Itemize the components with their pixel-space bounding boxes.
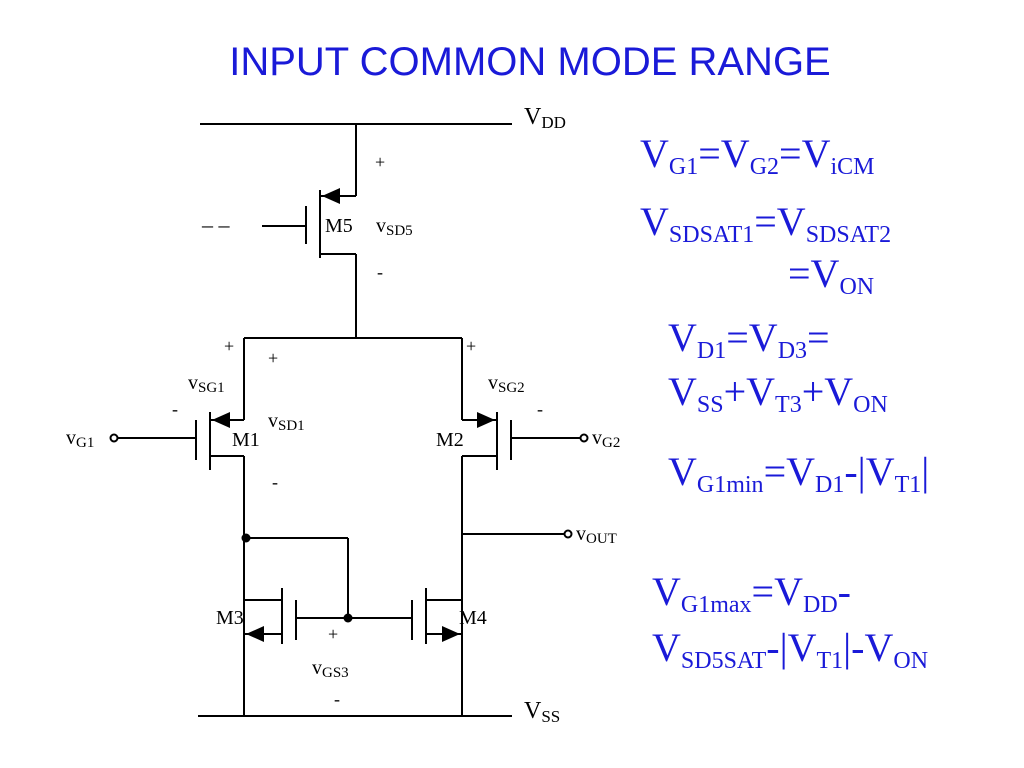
vg2-terminal [579, 433, 589, 443]
vsg2-label: vSG2 [488, 372, 525, 396]
equation-vd1: VD1=VD3= [668, 315, 830, 364]
equation-vsdsat: VSDSAT1=VSDSAT2 [640, 199, 892, 248]
equation-vg1min: VG1min=VD1-|VT1| [668, 449, 930, 498]
minus-sign: - [272, 472, 278, 492]
equation-vg1: VG1=VG2=ViCM [640, 131, 875, 180]
m5-arrow [322, 188, 340, 204]
plus-sign: + [224, 336, 234, 356]
m1-label: M1 [232, 429, 260, 451]
vg1-label: vG1 [66, 427, 94, 451]
m4-arrow [442, 626, 460, 642]
m3-arrow [246, 626, 264, 642]
plus-sign: + [268, 348, 278, 368]
vsd5-label: vSD5 [376, 215, 413, 239]
m2-arrow [477, 412, 495, 428]
minus-sign: - [172, 399, 178, 419]
vout-label: vOUT [576, 523, 617, 547]
m3-label: M3 [216, 607, 244, 629]
minus-sign: - [377, 262, 383, 282]
bias-dashes: – – [201, 212, 231, 237]
circuit-schematic: VDD VSS – – M5 vSD5 + - + + + vSG1 - vSD… [66, 104, 620, 726]
plus-sign: + [328, 624, 338, 644]
plus-sign: + [466, 336, 476, 356]
equation-vg1max: VG1max=VDD- [652, 569, 851, 618]
m5-label: M5 [325, 215, 353, 237]
vgs3-label: vGS3 [312, 657, 349, 681]
page-title: INPUT COMMON MODE RANGE [229, 40, 831, 84]
vg1-terminal [109, 433, 119, 443]
vdd-label: VDD [524, 104, 566, 132]
equation-vd1-rhs: VSS+VT3+VON [668, 369, 888, 418]
vsd1-label: vSD1 [268, 410, 305, 434]
node-dot [343, 613, 353, 623]
m1-arrow [212, 412, 230, 428]
node-dot [241, 533, 251, 543]
vss-label: VSS [524, 698, 560, 726]
equation-vg1max-rhs: VSD5SAT-|VT1|-VON [652, 625, 929, 674]
m4-label: M4 [459, 607, 487, 629]
m2-label: M2 [436, 429, 464, 451]
minus-sign: - [537, 399, 543, 419]
vsg1-label: vSG1 [188, 372, 225, 396]
equation-von: =VON [788, 251, 875, 300]
plus-sign: + [375, 152, 385, 172]
minus-sign: - [334, 689, 340, 709]
vout-terminal [563, 529, 573, 539]
vg2-label: vG2 [592, 427, 620, 451]
